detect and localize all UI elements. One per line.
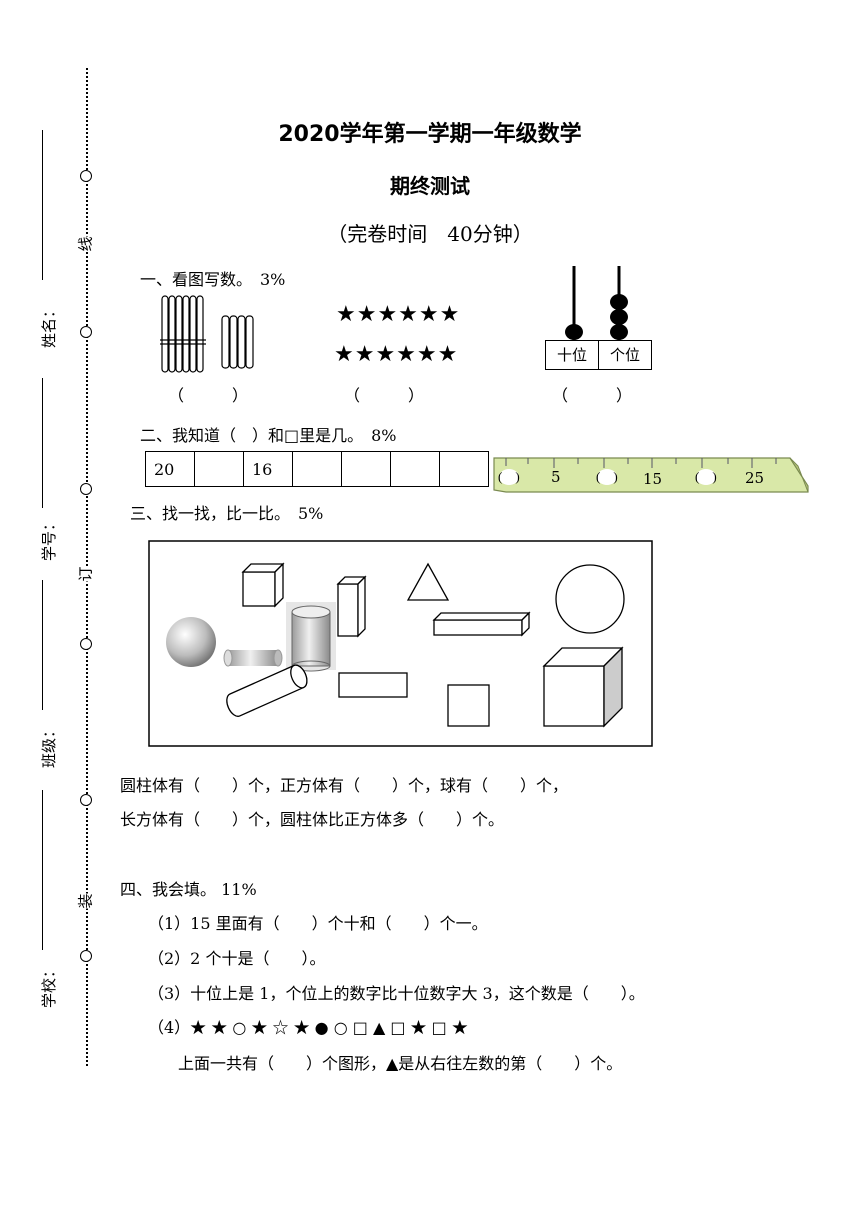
binding-hole-icon [80,326,92,338]
stars-row-2: ★★★★★★ [334,342,459,367]
tilted-cylinder-shape [226,664,308,717]
bind-char-zhuang: 装 [76,893,95,909]
small-cylinder-shape [223,649,283,667]
triangle-shape [406,562,450,601]
tens-place-label: 十位 [556,346,587,364]
tall-cuboid-shape [336,575,367,638]
page-title: 2020学年第一学期一年级数学 [278,122,582,147]
big-cube-shape [542,646,624,728]
stars-row-1: ★★★★★★ [336,302,461,327]
school-blank-line[interactable] [42,790,43,950]
page-subtitle: 期终测试 [390,174,470,198]
grid-cell-blank[interactable] [194,451,244,487]
q4-item-1: （1）15 里面有（ ）个十和（ ）个一。 [148,914,488,933]
rectangle-shape [338,672,408,698]
school-label: 学校： [40,962,59,1009]
q4-item-4-followup: 上面一共有（ ）个图形，▲是从右往左数的第（ ）个。 [178,1054,623,1073]
q3-line2: 长方体有（ ）个，圆柱体比正方体多（ ）个。 [120,810,505,829]
ones-place-label: 个位 [598,341,651,369]
ruler-paren[interactable]: ( ) [695,469,717,484]
binding-hole-icon [80,794,92,806]
standing-cylinder-shape [286,602,336,672]
number-sequence-grid: 20 16 [145,451,489,487]
q3-line1: 圆柱体有（ ）个，正方体有（ ）个，球有（ ）个， [120,776,569,795]
binding-hole-icon [80,950,92,962]
bind-char-ding: 订 [76,566,95,582]
q1-answer-abacus[interactable]: （ ） [552,386,633,405]
grid-cell-blank[interactable] [341,451,391,487]
grid-cell: 20 [145,451,195,487]
ruler-label: 25 [745,469,765,487]
student-id-blank-line[interactable] [42,378,43,508]
binding-hole-icon [80,170,92,182]
q4-title: 四、我会填。 11% [120,880,257,899]
ruler-label: 5 [551,468,561,486]
q4-item-4: （4）★ ★ ○ ★ ☆ ★ ● ○ □ ▲ □ ★ □ ★ [148,1018,468,1037]
q1-answer-sticks[interactable]: （ ） [168,386,249,405]
q2-title: 二、我知道（ ）和□里是几。 8% [140,426,397,445]
ruler-figure: ( ) ( ) ( ) [493,457,809,493]
q1-answer-stars[interactable]: （ ） [344,386,425,405]
binding-hole-icon [80,483,92,495]
grid-cell-blank[interactable] [292,451,342,487]
class-blank-line[interactable] [42,580,43,710]
grid-cell: 16 [243,451,293,487]
ruler-paren[interactable]: ( ) [498,469,520,484]
time-note: （完卷时间 40分钟） [327,222,533,246]
abacus-figure [565,266,628,340]
class-label: 班级： [40,722,59,769]
binding-hole-icon [80,638,92,650]
sphere-shape [166,617,216,667]
grid-cell-blank[interactable] [390,451,440,487]
shapes-figure [148,540,653,747]
circle-shape [555,564,625,634]
long-cuboid-shape [432,611,531,637]
name-blank-line[interactable] [42,130,43,280]
q4-item-2: （2）2 个十是（ ）。 [148,949,326,968]
small-cube-shape [241,562,285,608]
ruler-label: 15 [643,470,663,488]
q4-item-3: （3）十位上是 1，个位上的数字比十位数字大 3，这个数是（ ）。 [148,984,645,1003]
student-id-label: 学号： [40,515,59,562]
place-value-box: 十位 个位 [545,340,652,370]
ruler-paren[interactable]: ( ) [596,469,618,484]
grid-cell-blank[interactable] [439,451,489,487]
q1-title: 一、看图写数。 3% [140,270,286,289]
square-shape [447,684,490,727]
name-label: 姓名： [40,302,59,349]
counting-sticks-figure [160,295,254,373]
q3-title: 三、找一找，比一比。 5% [130,504,324,523]
